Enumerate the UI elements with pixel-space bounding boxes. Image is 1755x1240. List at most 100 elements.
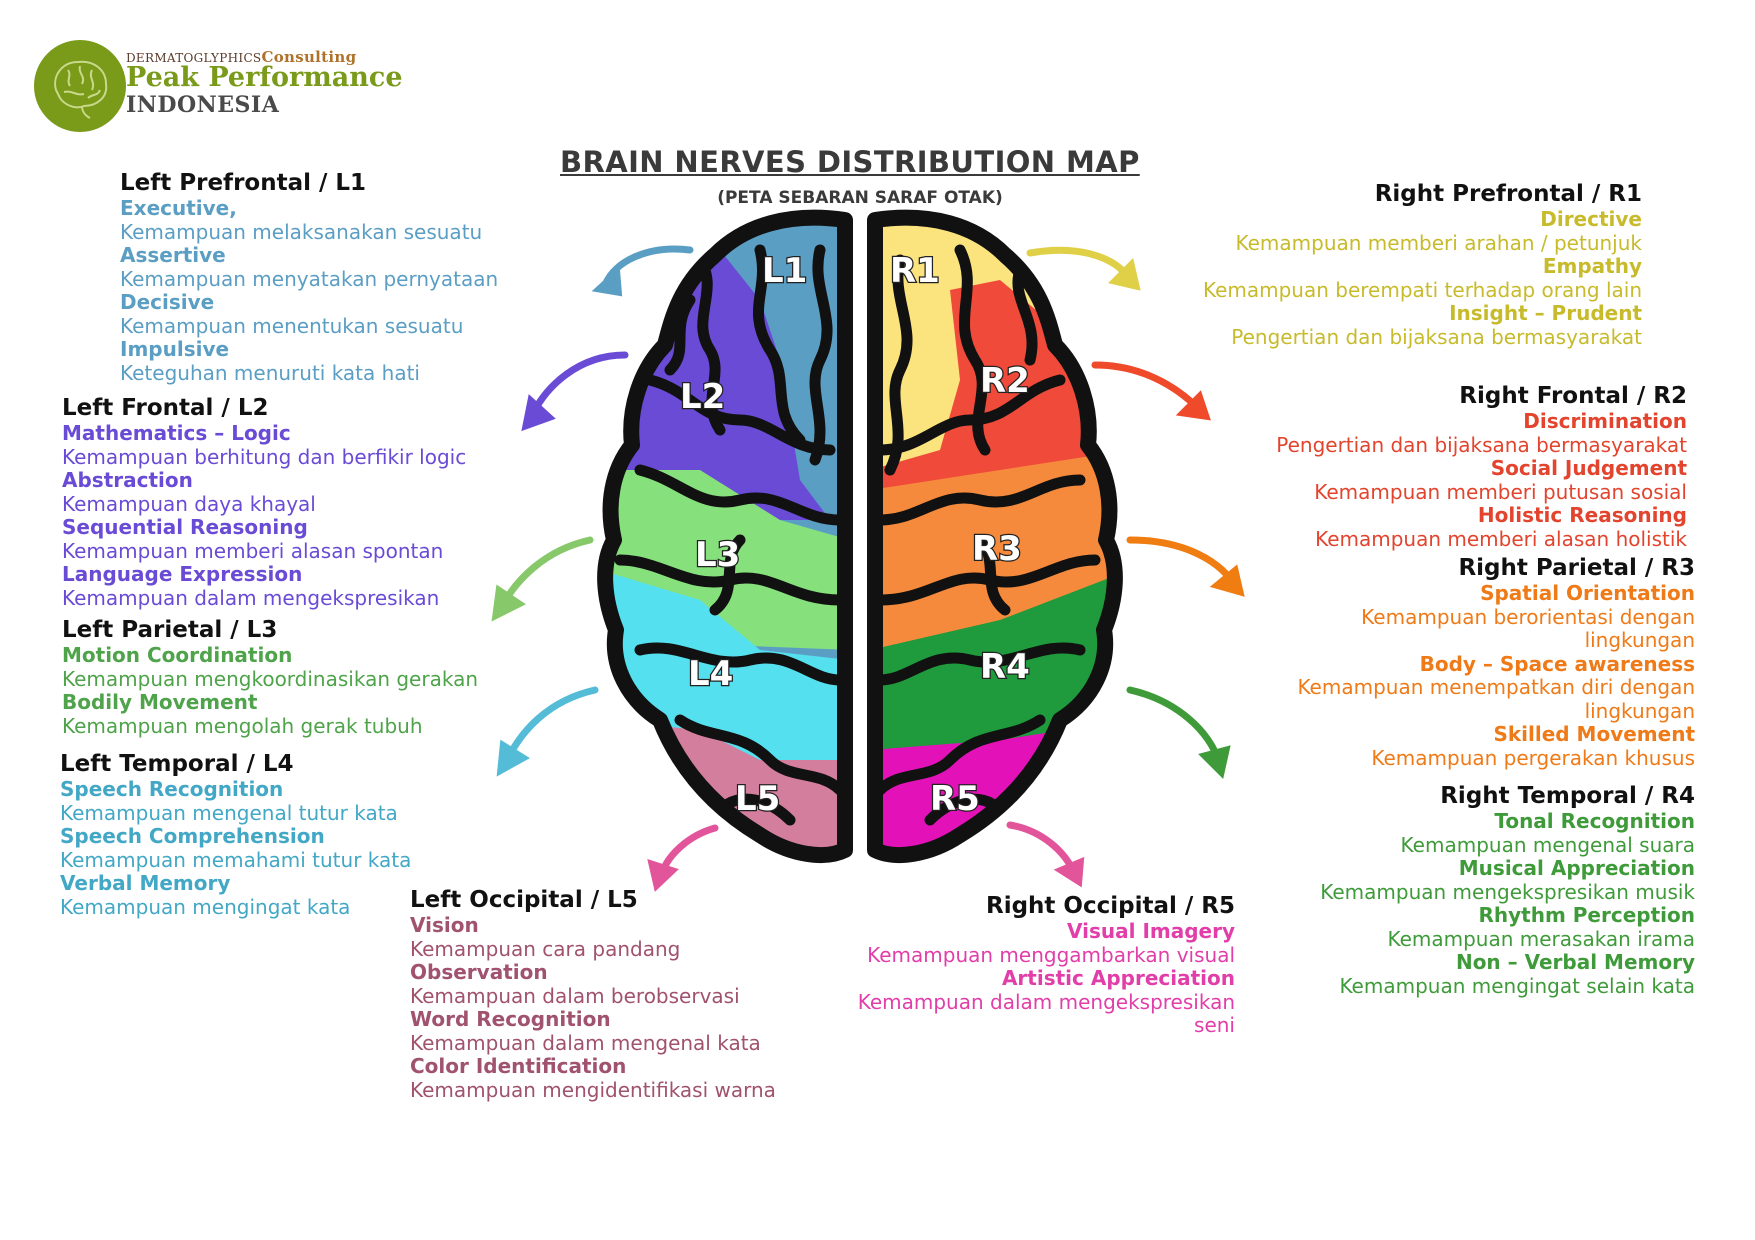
trait-description: Kemampuan daya khayal — [62, 491, 316, 516]
group-heading: Left Prefrontal / L1 — [120, 170, 367, 196]
trait-description: Kemampuan mengingat kata — [60, 894, 351, 919]
trait-name: Tonal Recognition — [1494, 809, 1695, 833]
trait-description: Kemampuan memberi alasan holistik — [1315, 526, 1687, 551]
trait-name: Decisive — [120, 290, 215, 314]
trait-name: Word Recognition — [410, 1007, 611, 1031]
trait-description: Pengertian dan bijaksana bermasyarakat — [1231, 324, 1642, 349]
trait-description: Kemampuan memberi putusan sosial — [1314, 479, 1687, 504]
trait-name: Speech Comprehension — [60, 824, 325, 848]
arrow-R3 — [1126, 536, 1239, 589]
trait-description: Kemampuan menyatakan pernyataan — [120, 266, 499, 291]
group-heading: Right Occipital / R5 — [985, 893, 1235, 919]
group-heading: Left Occipital / L5 — [410, 887, 638, 913]
logo-tagline: DERMATOGLYPHICSConsulting — [126, 48, 357, 66]
trait-name: Artistic Appreciation — [1001, 966, 1235, 990]
trait-description: Keteguhan menuruti kata hati — [120, 360, 420, 385]
trait-description: Kemampuan mengenal suara — [1400, 832, 1695, 857]
label-R3: R3 — [972, 529, 1022, 569]
group-heading: Left Parietal / L3 — [62, 617, 278, 643]
trait-name: Sequential Reasoning — [62, 515, 308, 539]
trait-name: Insight – Prudent — [1449, 301, 1642, 325]
trait-name: Visual Imagery — [1067, 919, 1235, 943]
trait-name: Holistic Reasoning — [1477, 503, 1687, 527]
trait-name: Motion Coordination — [62, 643, 293, 667]
trait-description: Pengertian dan bijaksana bermasyarakat — [1276, 432, 1687, 457]
trait-name: Speech Recognition — [60, 777, 284, 801]
trait-description: Kemampuan menentukan sesuatu — [120, 313, 464, 338]
trait-name: Abstraction — [62, 468, 193, 492]
trait-description: Kemampuan mengenal tutur kata — [60, 800, 398, 825]
label-R1: R1 — [890, 251, 940, 291]
page-subtitle: (PETA SEBARAN SARAF OTAK) — [717, 188, 1003, 208]
trait-name: Impulsive — [120, 337, 230, 361]
trait-description: Kemampuan mengidentifikasi warna — [410, 1077, 776, 1102]
trait-name: Rhythm Perception — [1478, 903, 1696, 927]
trait-description: Kemampuan mengolah gerak tubuh — [62, 713, 423, 738]
group-heading: Right Temporal / R4 — [1440, 783, 1695, 809]
label-L1: L1 — [762, 251, 807, 291]
trait-description: Kemampuan berhitung dan berfikir logic — [62, 444, 467, 469]
trait-description: Kemampuan dalam mengekspresikan — [62, 585, 440, 610]
trait-name: Color Identification — [410, 1054, 627, 1078]
trait-description: Kemampuan menempatkan diri dengan lingku… — [1297, 675, 1695, 723]
trait-description: Kemampuan menggambarkan visual — [867, 942, 1235, 967]
trait-description: Kemampuan memberi arahan / petunjuk — [1235, 230, 1642, 255]
trait-name: Discrimination — [1523, 409, 1687, 433]
trait-description: Kemampuan berorientasi dengan lingkungan — [1361, 604, 1695, 652]
trait-name: Vision — [410, 913, 479, 937]
trait-description: Kemampuan dalam mengenal kata — [410, 1030, 761, 1055]
trait-description: Kemampuan cara pandang — [410, 936, 681, 961]
label-R2: R2 — [980, 361, 1030, 401]
left-hemisphere-outline — [597, 209, 853, 863]
arrow-R2 — [1091, 361, 1204, 414]
trait-name: Directive — [1540, 207, 1642, 231]
trait-name: Social Judgement — [1490, 456, 1687, 480]
trait-description: Kemampuan mengingat selain kata — [1339, 973, 1695, 998]
trait-name: Language Expression — [62, 562, 303, 586]
label-R4: R4 — [980, 647, 1030, 687]
trait-name: Bodily Movement — [62, 690, 258, 714]
label-R5: R5 — [930, 779, 980, 819]
trait-description: Kemampuan mengkoordinasikan gerakan — [62, 666, 478, 691]
trait-name: Mathematics – Logic — [62, 421, 291, 445]
arrow-R1 — [1026, 246, 1134, 284]
logo-country: INDONESIA — [126, 92, 280, 118]
trait-name: Empathy — [1542, 254, 1642, 278]
trait-description: Kemampuan mengekspresikan musik — [1320, 879, 1695, 904]
label-L4: L4 — [688, 654, 733, 694]
group-heading: Right Parietal / R3 — [1458, 555, 1695, 581]
group-heading: Left Frontal / L2 — [62, 395, 269, 421]
trait-name: Skilled Movement — [1493, 722, 1695, 746]
company-logo: DERMATOGLYPHICSConsulting Peak Performan… — [34, 40, 403, 132]
trait-description: Kemampuan pergerakan khusus — [1371, 745, 1695, 770]
group-heading: Right Prefrontal / R1 — [1374, 181, 1642, 207]
trait-description: Kemampuan memahami tutur kata — [60, 847, 412, 872]
trait-description: Kemampuan merasakan irama — [1387, 926, 1695, 951]
trait-name: Assertive — [120, 243, 226, 267]
right-hemisphere-outline — [867, 209, 1123, 863]
logo-brand-name: Peak Performance — [126, 62, 403, 93]
trait-name: Verbal Memory — [60, 871, 231, 895]
trait-description: Kemampuan berempati terhadap orang lain — [1202, 277, 1642, 302]
label-L5: L5 — [735, 779, 780, 819]
trait-name: Musical Appreciation — [1458, 856, 1695, 880]
trait-name: Non – Verbal Memory — [1455, 950, 1695, 974]
trait-description: Kemampuan melaksanakan sesuatu — [120, 219, 483, 244]
trait-description: Kemampuan dalam mengekspresikan seni — [857, 989, 1235, 1037]
group-heading: Right Frontal / R2 — [1459, 383, 1687, 409]
label-L3: L3 — [695, 535, 740, 575]
trait-name: Observation — [410, 960, 548, 984]
group-heading: Left Temporal / L4 — [60, 751, 294, 777]
page-title: BRAIN NERVES DISTRIBUTION MAP — [560, 145, 1140, 179]
trait-description: Kemampuan dalam berobservasi — [410, 983, 740, 1008]
label-L2: L2 — [680, 377, 725, 417]
